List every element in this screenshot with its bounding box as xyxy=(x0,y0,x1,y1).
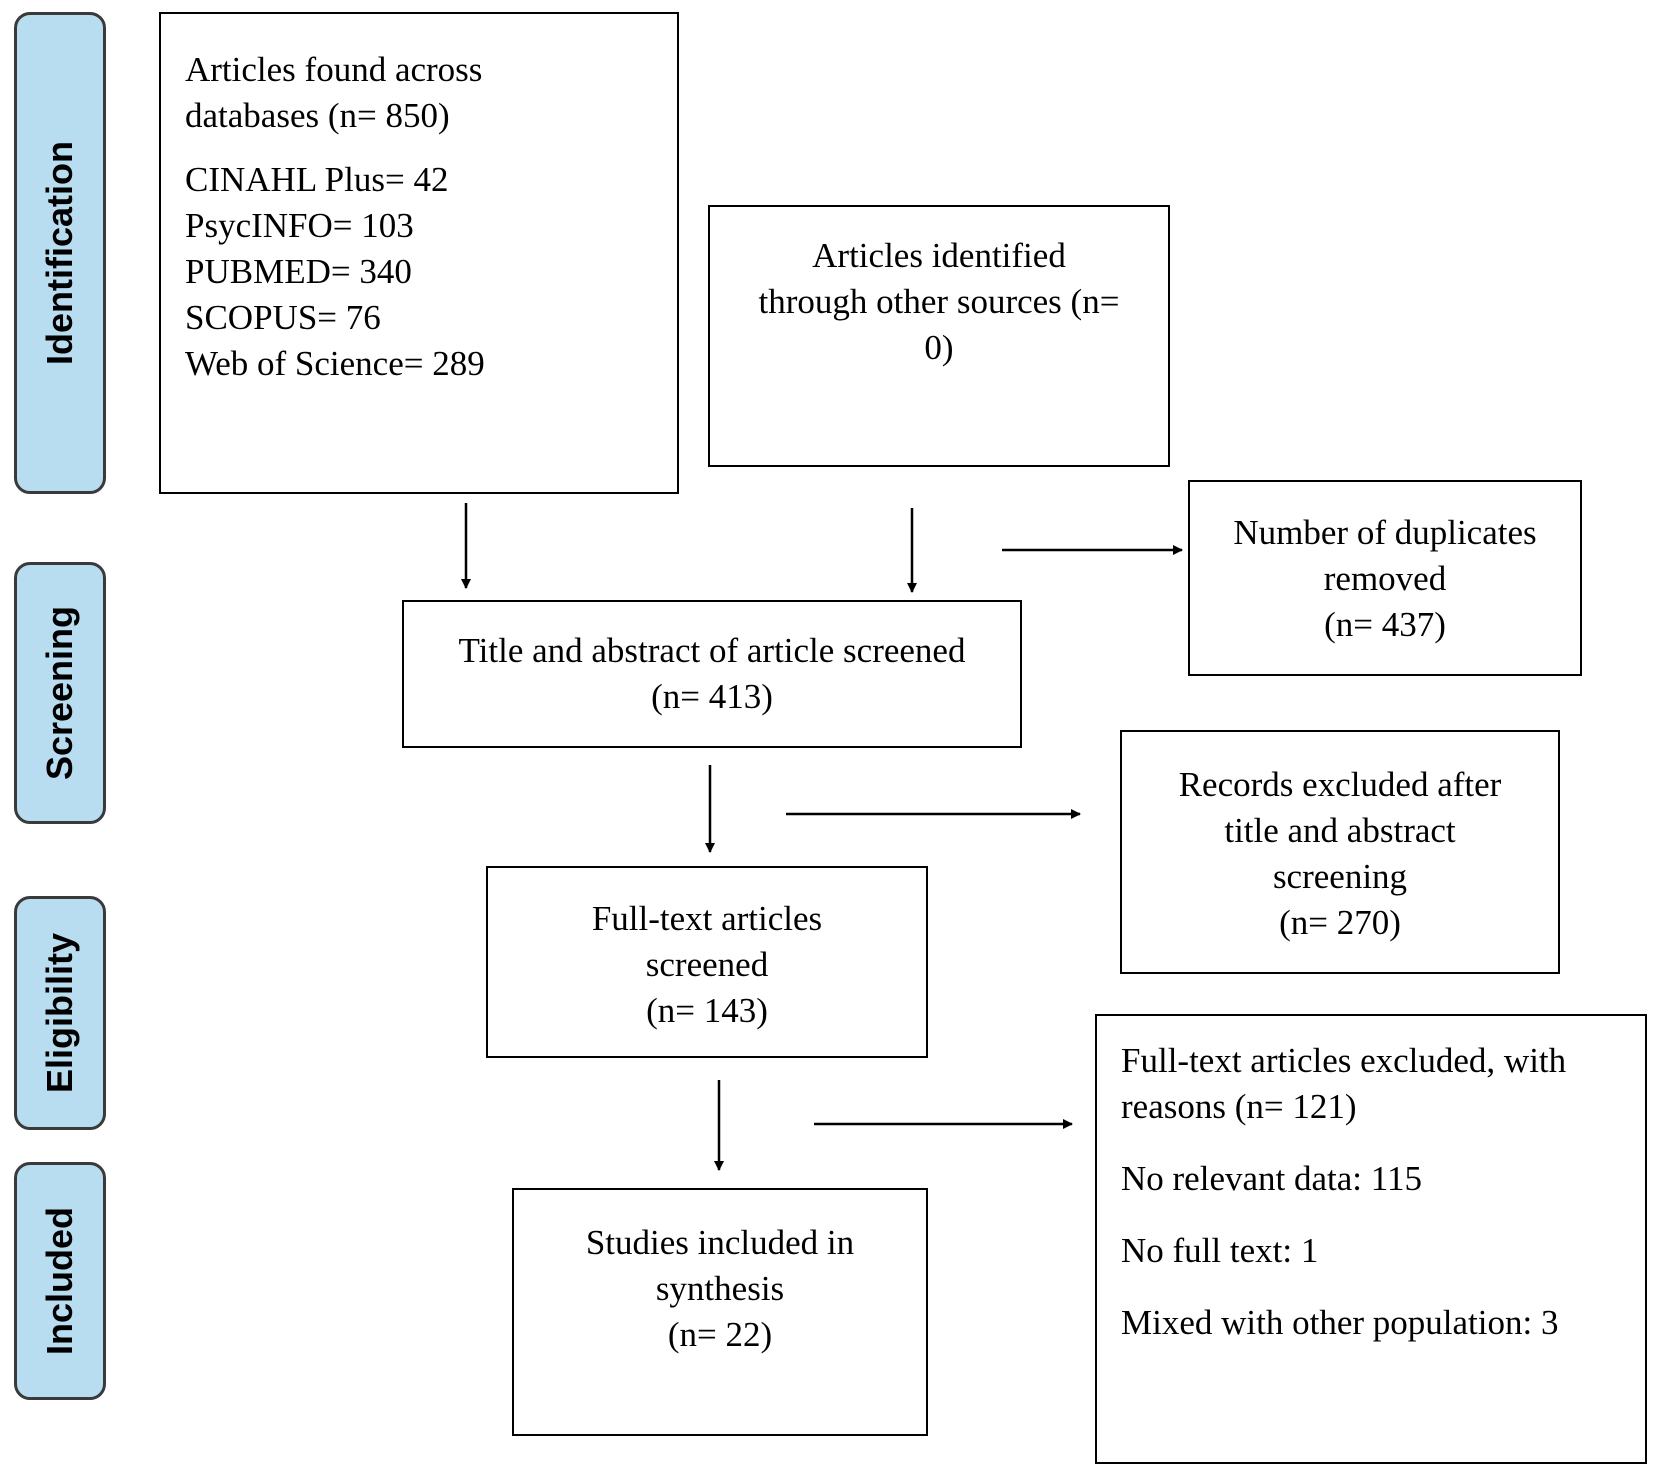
excluded-fulltext-line1: Full-text articles excluded, with xyxy=(1121,1041,1567,1080)
fulltext-line2: screened xyxy=(645,945,769,984)
other-sources-line2: through other sources (n= xyxy=(758,282,1120,321)
screened-box: Title and abstract of article screened (… xyxy=(402,600,1022,748)
fulltext-line3: (n= 143) xyxy=(646,991,768,1030)
excluded-title-line2: title and abstract xyxy=(1224,811,1456,850)
source-psycinfo: PsycINFO= 103 xyxy=(185,206,414,245)
databases-title-line1: Articles found across xyxy=(185,50,483,89)
excluded-fulltext-box: Full-text articles excluded, with reason… xyxy=(1095,1014,1647,1464)
reason-no-relevant-data: No relevant data: 115 xyxy=(1121,1159,1422,1198)
excluded-title-line3: screening xyxy=(1272,857,1408,896)
included-line2: synthesis xyxy=(655,1269,785,1308)
duplicates-box: Number of duplicates removed (n= 437) xyxy=(1188,480,1582,676)
phase-included: Included xyxy=(14,1162,106,1400)
duplicates-line2: removed xyxy=(1323,559,1447,598)
phase-screening: Screening xyxy=(14,562,106,824)
duplicates-line3: (n= 437) xyxy=(1324,605,1446,644)
excluded-title-line1: Records excluded after xyxy=(1178,765,1502,804)
other-sources-line3: 0) xyxy=(924,328,954,367)
other-sources-line1: Articles identified xyxy=(812,236,1066,275)
source-web-of-science: Web of Science= 289 xyxy=(185,344,485,383)
source-cinahl: CINAHL Plus= 42 xyxy=(185,160,449,199)
fulltext-screened-box: Full-text articles screened (n= 143) xyxy=(486,866,928,1058)
source-pubmed: PUBMED= 340 xyxy=(185,252,412,291)
phase-identification: Identification xyxy=(14,12,106,494)
databases-box: Articles found across databases (n= 850)… xyxy=(159,12,679,494)
databases-title-line2: databases (n= 850) xyxy=(185,96,450,135)
screened-line2: (n= 413) xyxy=(651,677,773,716)
duplicates-line1: Number of duplicates xyxy=(1233,513,1537,552)
included-line3: (n= 22) xyxy=(667,1315,773,1354)
reason-no-full-text: No full text: 1 xyxy=(1121,1231,1319,1270)
excluded-title-box: Records excluded after title and abstrac… xyxy=(1120,730,1560,974)
included-line1: Studies included in xyxy=(585,1223,855,1262)
phase-eligibility: Eligibility xyxy=(14,896,106,1130)
other-sources-box: Articles identified through other source… xyxy=(708,205,1170,467)
excluded-fulltext-line2: reasons (n= 121) xyxy=(1121,1087,1357,1126)
fulltext-line1: Full-text articles xyxy=(591,899,823,938)
reason-mixed-population: Mixed with other population: 3 xyxy=(1121,1303,1559,1342)
excluded-title-line4: (n= 270) xyxy=(1279,903,1401,942)
screened-line1: Title and abstract of article screened xyxy=(458,631,966,670)
included-box: Studies included in synthesis (n= 22) xyxy=(512,1188,928,1436)
source-scopus: SCOPUS= 76 xyxy=(185,298,381,337)
